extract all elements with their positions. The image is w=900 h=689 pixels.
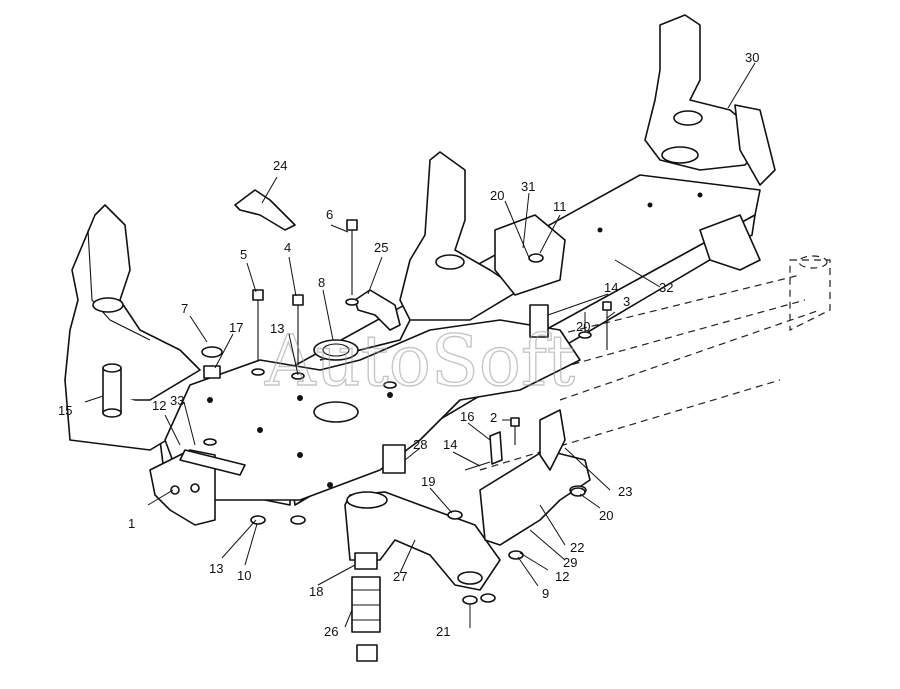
callout-21: 21 xyxy=(436,624,450,639)
callout-14-upper: 14 xyxy=(604,280,618,295)
bolt-4 xyxy=(291,294,305,380)
callout-23: 23 xyxy=(618,484,632,499)
bolt-3 xyxy=(602,301,612,350)
left-headstock xyxy=(64,204,201,451)
bushing-stack xyxy=(351,552,381,662)
left-bracket xyxy=(149,449,246,526)
callout-1: 1 xyxy=(128,516,135,531)
callout-13-top: 13 xyxy=(270,321,284,336)
callout-31: 31 xyxy=(521,179,535,194)
key-16 xyxy=(489,431,503,465)
callout-2: 2 xyxy=(490,410,497,425)
callout-32: 32 xyxy=(659,280,673,295)
block-28 xyxy=(382,444,406,474)
callout-12-right: 12 xyxy=(555,569,569,584)
callout-12-left: 12 xyxy=(152,398,166,413)
callout-11: 11 xyxy=(553,199,567,214)
callout-20-mid: 20 xyxy=(576,319,590,334)
stud-14-upper xyxy=(529,304,549,338)
rear-frame-dashed xyxy=(474,255,831,471)
callout-10: 10 xyxy=(237,568,251,583)
swing-arm xyxy=(344,491,501,591)
callout-18: 18 xyxy=(309,584,323,599)
washer-7 xyxy=(201,346,223,358)
callout-labels: 1 2 3 4 5 6 7 8 9 10 11 12 12 13 13 14 1… xyxy=(58,50,759,639)
bracket-part xyxy=(354,289,401,331)
callout-19: 19 xyxy=(421,474,435,489)
watermark-text: AutoSoft xyxy=(264,320,575,402)
leader-lines xyxy=(84,62,756,628)
callout-14-lower: 14 xyxy=(443,437,457,452)
right-side-plate xyxy=(479,409,591,546)
callout-8: 8 xyxy=(318,275,325,290)
long-bolt xyxy=(345,219,359,306)
callout-28: 28 xyxy=(413,437,427,452)
callout-30: 30 xyxy=(745,50,759,65)
pin-15 xyxy=(102,363,122,418)
callout-22: 22 xyxy=(570,540,584,555)
callout-24: 24 xyxy=(273,158,287,173)
callout-9: 9 xyxy=(542,586,549,601)
callout-27: 27 xyxy=(393,569,407,584)
callout-25: 25 xyxy=(374,240,388,255)
callout-16: 16 xyxy=(460,409,474,424)
callout-5: 5 xyxy=(240,247,247,262)
bolt-5 xyxy=(251,289,265,376)
wedge-part xyxy=(234,189,296,231)
callout-17: 17 xyxy=(229,320,243,335)
callout-7: 7 xyxy=(181,301,188,316)
callout-26: 26 xyxy=(324,624,338,639)
callout-33: 33 xyxy=(170,393,184,408)
bolt-2 xyxy=(510,417,520,445)
callout-13-bottom: 13 xyxy=(209,561,223,576)
callout-4: 4 xyxy=(284,240,291,255)
nut-11 xyxy=(528,253,544,263)
right-headstock xyxy=(644,14,776,271)
callout-20-bottom: 20 xyxy=(599,508,613,523)
callout-6: 6 xyxy=(326,207,333,222)
bushing-17 xyxy=(203,365,221,379)
pin-14-lower xyxy=(464,461,491,471)
callout-20-top: 20 xyxy=(490,188,504,203)
callout-15: 15 xyxy=(58,403,72,418)
callout-29: 29 xyxy=(563,555,577,570)
callout-3: 3 xyxy=(623,294,630,309)
